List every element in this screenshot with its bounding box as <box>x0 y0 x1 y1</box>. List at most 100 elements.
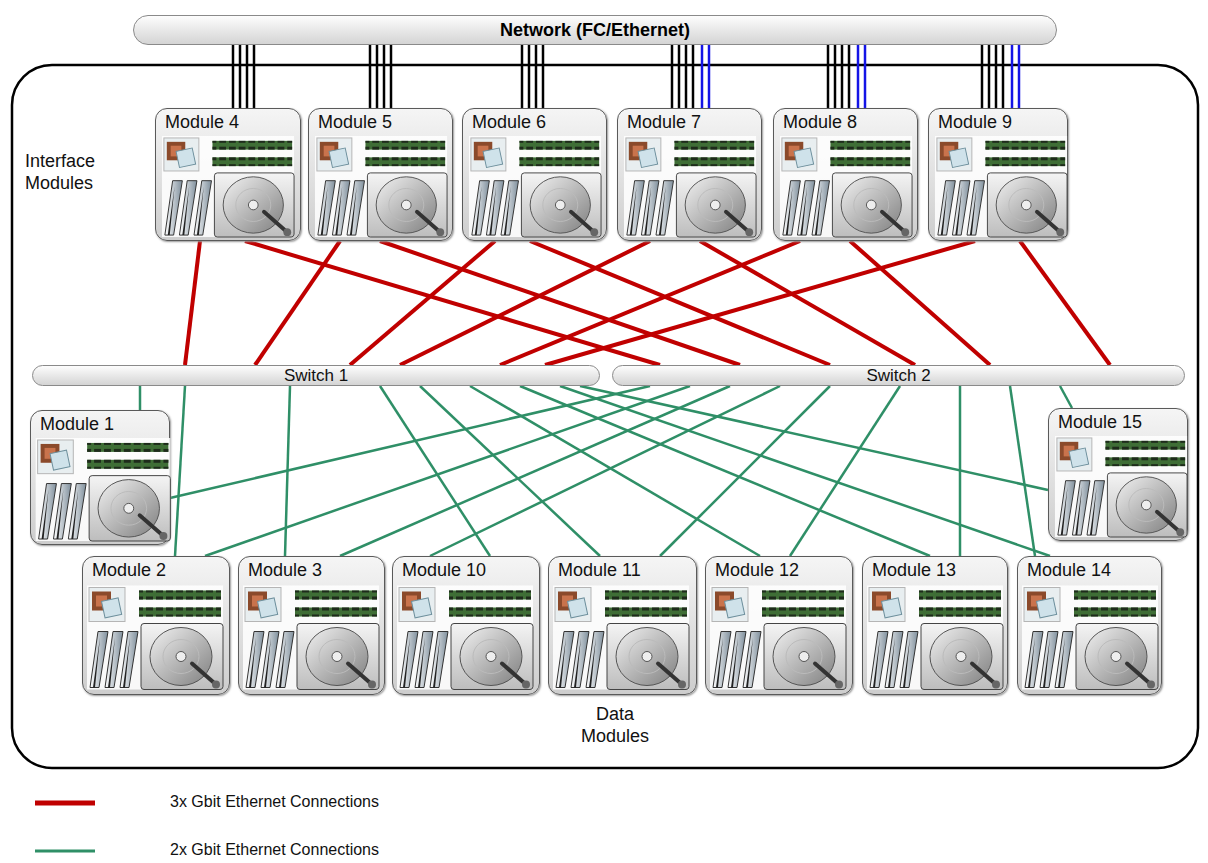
legend-item: 2x Gbit Ethernet Connections <box>35 840 455 862</box>
module-box: Module 8 <box>773 108 918 241</box>
hardware-icon-part <box>1085 628 1147 686</box>
hardware-icon-part <box>530 177 590 233</box>
hardware-icon-part <box>1105 441 1185 450</box>
hardware-icon-part <box>835 681 843 689</box>
uplink-wire <box>678 45 681 108</box>
hardware-icon-part <box>519 141 599 150</box>
uplink-wire <box>239 45 242 108</box>
module-box: Module 5 <box>308 108 453 241</box>
module-name: Module 10 <box>402 560 486 581</box>
hardware-icon-part <box>164 138 199 171</box>
double-gbit-link <box>380 386 490 556</box>
module-hardware-icons <box>465 136 606 238</box>
module-name: Module 9 <box>938 112 1012 133</box>
hardware-icon-part <box>319 640 355 674</box>
hardware-icon-part <box>987 173 1067 237</box>
module-hardware-icons <box>931 136 1072 238</box>
hardware-icon-part <box>559 638 596 688</box>
hardware-icon-part <box>306 628 368 686</box>
hardware-icon-part <box>743 632 761 688</box>
hardware-icon-part <box>949 148 969 168</box>
legend-line <box>35 801 95 806</box>
hardware-icon-part <box>1157 512 1180 532</box>
hardware-icon-part <box>248 200 258 210</box>
hardware-icon-part <box>401 200 411 210</box>
hardware-icon-part <box>68 484 86 539</box>
hardware-icon-part <box>1076 624 1158 690</box>
triple-gbit-link <box>1020 241 1110 365</box>
hardware-icon-part <box>568 598 588 618</box>
hardware-icon-part <box>295 608 377 617</box>
double-gbit-link <box>1010 386 1035 556</box>
ethernet-connection <box>140 386 141 410</box>
ethernet-connection <box>255 241 340 365</box>
hardware-icon-part <box>502 664 526 685</box>
hardware-icon-part <box>762 608 844 617</box>
ethernet-connection <box>520 386 930 556</box>
hardware-icon-part <box>236 188 271 221</box>
double-gbit-link <box>285 386 290 556</box>
hardware-icon-part <box>192 664 216 685</box>
hardware-icon-part <box>627 181 644 235</box>
double-gbit-link <box>520 386 930 556</box>
hardware-icon-part <box>460 628 522 686</box>
system-enclosure <box>12 65 1198 768</box>
hardware-icon-part <box>571 632 589 688</box>
module-box: Module 6 <box>462 108 607 241</box>
hardware-icon-part <box>36 438 171 541</box>
triple-gbit-link <box>380 241 740 365</box>
hardware-icon-part <box>249 638 286 688</box>
module-box: Module 10 <box>392 556 540 695</box>
module-hardware-icons <box>780 136 912 237</box>
double-gbit-link <box>175 386 185 556</box>
uplink-wire <box>376 45 379 108</box>
triple-gbit-link <box>255 241 340 365</box>
bar-label: Network (FC/Ethernet) <box>500 20 690 41</box>
module-box: Module 2 <box>82 556 230 695</box>
hardware-icon-part <box>50 450 70 470</box>
hardware-icon-part <box>1069 448 1089 468</box>
hardware-icon-part <box>616 628 678 686</box>
module-hardware-icons <box>551 584 692 692</box>
module-hardware-icons <box>620 136 761 238</box>
hardware-icon-part <box>347 181 364 235</box>
legend-text: 3x Gbit Ethernet Connections <box>170 793 379 811</box>
hardware-icon-part <box>483 148 503 168</box>
hardware-icon-part <box>332 652 342 662</box>
hardware-icon-part <box>952 181 969 235</box>
hardware-icon-part <box>297 624 379 690</box>
module-hardware-icons <box>85 584 226 692</box>
hardware-icon-part <box>139 608 221 617</box>
hardware-icon-part <box>658 664 682 685</box>
module-hardware-icons <box>311 136 452 238</box>
ethernet-connection <box>380 241 740 365</box>
uplink-wire <box>528 45 531 108</box>
hardware-icon-part <box>832 173 912 237</box>
legend-line <box>35 850 95 853</box>
uplink-wire <box>827 45 830 108</box>
hardware-icon-part <box>956 652 966 662</box>
module-box: Module 13 <box>862 556 1008 695</box>
module-hardware-icons <box>624 136 756 237</box>
module-box: Module 1 <box>30 410 170 545</box>
hardware-icon-part <box>1107 473 1187 537</box>
hardware-icon-part <box>629 640 665 674</box>
hardware-icon-part <box>676 173 756 237</box>
hardware-icon-part <box>449 591 531 600</box>
hardware-icon-part <box>98 480 159 537</box>
triple-gbit-link <box>700 241 915 365</box>
hardware-icon-part <box>212 141 292 150</box>
triple-gbit-link <box>350 241 495 365</box>
hardware-icon-part <box>773 628 835 686</box>
hardware-icon-part <box>486 181 503 235</box>
hardware-icon-part <box>764 624 846 690</box>
hardware-icon-part <box>246 632 264 688</box>
hardware-icon-part <box>223 177 283 233</box>
hardware-icon-part <box>365 157 445 166</box>
uplink-wire <box>841 45 844 108</box>
hardware-icon-part <box>1040 632 1058 688</box>
ethernet-connection <box>545 241 975 365</box>
hardware-icon-part <box>389 188 424 221</box>
hardware-icon-part <box>318 181 335 235</box>
hardware-icon-part <box>605 608 687 617</box>
